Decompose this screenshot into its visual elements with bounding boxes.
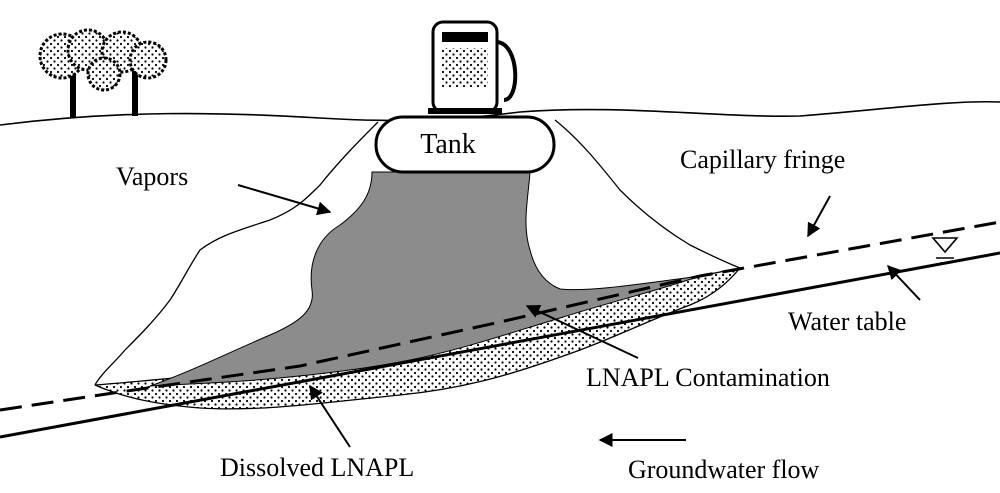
- dissolved-lnapl-arrow: [309, 384, 351, 448]
- tank: Tank: [374, 115, 556, 174]
- water-table-line: [0, 251, 1000, 439]
- fuel-pump-icon: [428, 20, 518, 114]
- ground-surface: [0, 100, 1000, 126]
- capillary-fringe-line: [0, 220, 1000, 412]
- water-table-arrow: [887, 264, 921, 301]
- capillary-fringe-label: Capillary fringe: [680, 145, 845, 174]
- lnapl-contamination-zone: [149, 171, 701, 387]
- vapors-arrow: [237, 184, 332, 216]
- tank-label: Tank: [420, 129, 476, 160]
- lnapl-contamination-label: LNAPL Contamination: [586, 363, 830, 392]
- capillary-fringe-arrow: [807, 195, 831, 238]
- tree-icon: [38, 28, 168, 118]
- groundwater-flow-label: Groundwater flow: [628, 455, 820, 484]
- vapor-envelope: [94, 119, 741, 386]
- vapors-label: Vapors: [116, 162, 188, 191]
- water-table-symbol-icon: [931, 237, 959, 264]
- dissolved-lnapl-label: Dissolved LNAPL: [220, 453, 414, 482]
- lnapl-contamination-arrow: [525, 305, 639, 359]
- water-table-label: Water table: [788, 307, 906, 336]
